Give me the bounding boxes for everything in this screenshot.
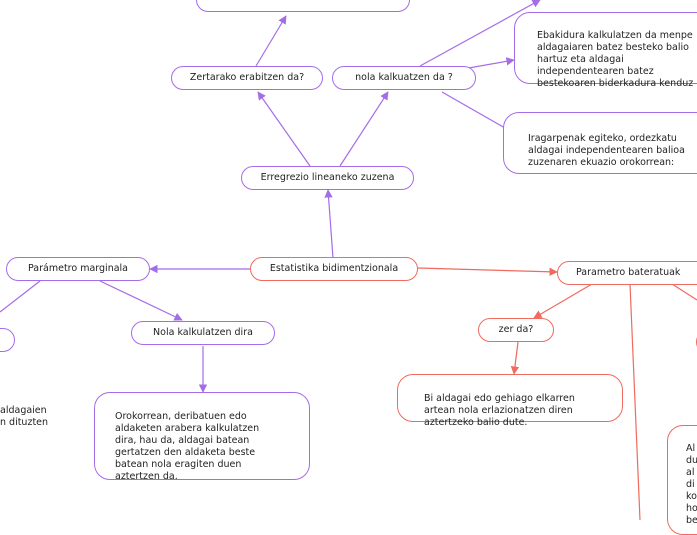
how-computed-node[interactable]: Nola kalkulatzen dira	[131, 321, 275, 345]
center-node[interactable]: Estatistika bidimentzionala	[250, 257, 418, 281]
how-calc-label: nola kalkuatzen da ?	[355, 72, 453, 83]
how-calc-node[interactable]: nola kalkuatzen da ?	[332, 66, 476, 90]
link-center-joint	[417, 267, 558, 276]
link-joint-down	[629, 283, 641, 520]
link-center-regression	[324, 189, 334, 259]
link-whatis-desc	[510, 341, 520, 375]
what-is-desc-node[interactable]: Bi aldagai edo gehiago elkarren artean n…	[397, 374, 623, 428]
what-is-label: zer da?	[498, 324, 534, 335]
right-fragment-node[interactable]: Al du al di ko ho be	[667, 425, 697, 535]
link-joint-right	[671, 283, 697, 301]
what-is-node[interactable]: zer da?	[478, 318, 554, 342]
top-node-edge[interactable]	[196, 0, 410, 12]
marginal-desc-text: Orokorrean, deribatuen edo aldaketen ara…	[115, 411, 260, 482]
slope-text-node[interactable]: Ebakidura kalkulatzen da menpe aldagaiar…	[514, 12, 697, 89]
link-regression-purpose	[257, 91, 311, 167]
link-howcalc-top	[419, 0, 541, 67]
link-marginal-howcomputed	[99, 280, 183, 321]
what-is-desc-text: Bi aldagai edo gehiago elkarren artean n…	[424, 393, 575, 428]
marginal-node[interactable]: Parámetro marginala	[6, 257, 150, 281]
left-fragment-text: aldagaien n dituzten	[0, 405, 49, 428]
prediction-text-node[interactable]: Iragarpenak egiteko, ordezkatu aldagai i…	[503, 112, 697, 174]
purpose-node[interactable]: Zertarako erabitzen da?	[171, 66, 323, 90]
prediction-text: Iragarpenak egiteko, ordezkatu aldagai i…	[528, 133, 685, 168]
marginal-label: Parámetro marginala	[28, 263, 128, 274]
joint-label: Parametro bateratuak	[576, 267, 681, 278]
link-joint-whatis	[533, 283, 593, 319]
link-regression-howcalc	[339, 91, 389, 167]
joint-node[interactable]: Parametro bateratuak	[557, 261, 697, 285]
purpose-label: Zertarako erabitzen da?	[189, 72, 305, 83]
link-marginal-left	[0, 280, 41, 313]
regression-node[interactable]: Erregrezio lineaneko zuzena	[241, 166, 414, 190]
link-purpose-top	[255, 15, 287, 67]
regression-label: Erregrezio lineaneko zuzena	[260, 172, 395, 183]
center-label: Estatistika bidimentzionala	[269, 263, 399, 274]
slope-text: Ebakidura kalkulatzen da menpe aldagaiar…	[537, 30, 694, 89]
how-computed-label: Nola kalkulatzen dira	[153, 327, 253, 338]
marginal-desc-node[interactable]: Orokorrean, deribatuen edo aldaketen ara…	[94, 392, 310, 482]
right-fragment-text: Al du al di ko ho be	[686, 443, 697, 526]
